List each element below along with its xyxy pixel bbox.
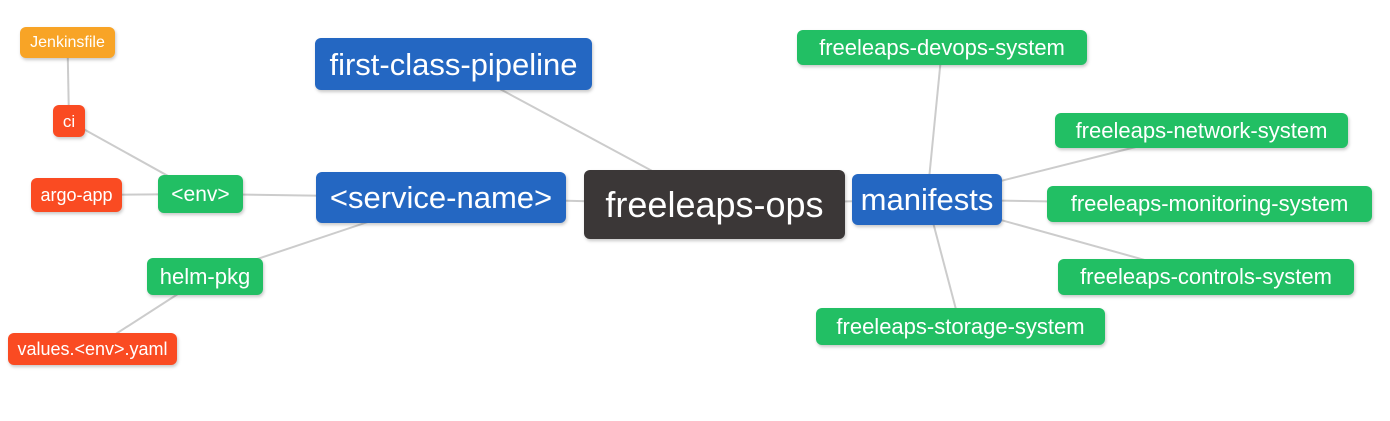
node-freeleaps-controls-system[interactable]: freeleaps-controls-system — [1058, 259, 1354, 295]
node-first-class-pipeline[interactable]: first-class-pipeline — [315, 38, 592, 90]
node-helm-pkg[interactable]: helm-pkg — [147, 258, 263, 295]
node-freeleaps-storage-system[interactable]: freeleaps-storage-system — [816, 308, 1105, 345]
node-env[interactable]: <env> — [158, 175, 243, 213]
node-label-service-name: <service-name> — [329, 180, 553, 215]
node-freeleaps-ops[interactable]: freeleaps-ops — [584, 170, 845, 239]
node-label-freeleaps-controls-system: freeleaps-controls-system — [1080, 264, 1332, 289]
node-argo-app[interactable]: argo-app — [31, 178, 122, 212]
node-jenkinsfile[interactable]: Jenkinsfile — [20, 27, 115, 58]
node-label-argo-app: argo-app — [40, 185, 113, 205]
node-label-jenkinsfile: Jenkinsfile — [30, 33, 105, 51]
node-manifests[interactable]: manifests — [852, 174, 1002, 225]
node-label-freeleaps-storage-system: freeleaps-storage-system — [836, 313, 1085, 339]
node-label-freeleaps-ops: freeleaps-ops — [605, 183, 824, 225]
node-label-helm-pkg: helm-pkg — [159, 263, 251, 289]
node-service-name[interactable]: <service-name> — [316, 172, 566, 223]
node-freeleaps-network-system[interactable]: freeleaps-network-system — [1055, 113, 1348, 148]
node-freeleaps-devops-system[interactable]: freeleaps-devops-system — [797, 30, 1087, 65]
node-label-freeleaps-network-system: freeleaps-network-system — [1075, 117, 1328, 143]
node-label-freeleaps-monitoring-system: freeleaps-monitoring-system — [1070, 191, 1349, 216]
node-label-first-class-pipeline: first-class-pipeline — [329, 46, 578, 82]
node-label-values-env-yaml: values.<env>.yaml — [17, 339, 168, 359]
node-freeleaps-monitoring-system[interactable]: freeleaps-monitoring-system — [1047, 186, 1372, 222]
node-label-ci: ci — [62, 111, 76, 131]
node-label-manifests: manifests — [860, 182, 994, 217]
node-values-env-yaml[interactable]: values.<env>.yaml — [8, 333, 177, 365]
node-label-freeleaps-devops-system: freeleaps-devops-system — [819, 34, 1065, 60]
node-label-env: <env> — [171, 182, 230, 206]
node-ci[interactable]: ci — [53, 105, 85, 137]
